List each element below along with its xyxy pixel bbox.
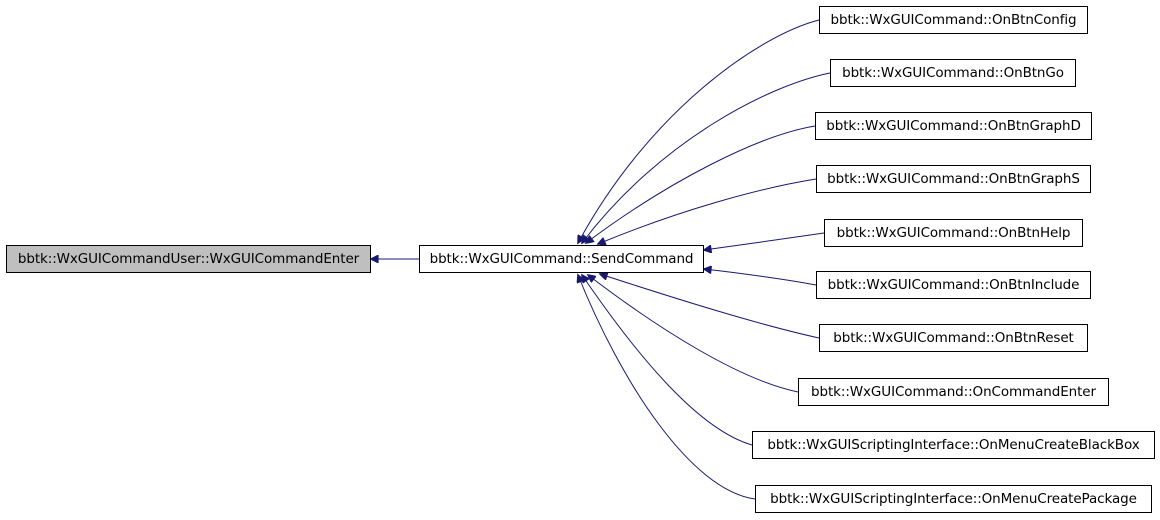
caller-node-on-btn-go[interactable]: bbtk::WxGUICommand::OnBtnGo bbox=[830, 59, 1076, 87]
edge-caller-8-to-send-command bbox=[582, 275, 753, 446]
caller-node-on-command-enter[interactable]: bbtk::WxGUICommand::OnCommandEnter bbox=[798, 378, 1109, 406]
root-function-label: bbtk::WxGUICommandUser::WxGUICommandEnte… bbox=[17, 251, 360, 267]
send-command-label: bbtk::WxGUICommand::SendCommand bbox=[429, 251, 694, 267]
caller-label: bbtk::WxGUICommand::OnCommandEnter bbox=[811, 384, 1096, 400]
edge-caller-5-to-send-command bbox=[704, 269, 817, 286]
edge-caller-9-to-send-command bbox=[578, 275, 756, 500]
caller-node-on-btn-graph-d[interactable]: bbtk::WxGUICommand::OnBtnGraphD bbox=[815, 112, 1092, 140]
caller-node-on-menu-create-package[interactable]: bbtk::WxGUIScriptingInterface::OnMenuCre… bbox=[755, 485, 1152, 513]
caller-label: bbtk::WxGUICommand::OnBtnGraphD bbox=[826, 118, 1081, 134]
caller-node-on-btn-help[interactable]: bbtk::WxGUICommand::OnBtnHelp bbox=[824, 219, 1083, 247]
caller-node-on-btn-include[interactable]: bbtk::WxGUICommand::OnBtnInclude bbox=[816, 271, 1091, 299]
caller-label: bbtk::WxGUICommand::OnBtnGo bbox=[842, 65, 1064, 81]
caller-node-on-btn-config[interactable]: bbtk::WxGUICommand::OnBtnConfig bbox=[819, 6, 1088, 34]
edge-caller-1-to-send-command bbox=[582, 72, 831, 243]
caller-label: bbtk::WxGUIScriptingInterface::OnMenuCre… bbox=[767, 437, 1140, 453]
edge-caller-0-to-send-command bbox=[578, 19, 820, 243]
caller-label: bbtk::WxGUICommand::OnBtnInclude bbox=[827, 277, 1080, 293]
caller-node-on-menu-create-black-box[interactable]: bbtk::WxGUIScriptingInterface::OnMenuCre… bbox=[752, 431, 1155, 459]
caller-label: bbtk::WxGUICommand::OnBtnReset bbox=[833, 330, 1074, 346]
edge-caller-2-to-send-command bbox=[586, 125, 816, 243]
caller-label: bbtk::WxGUICommand::OnBtnGraphS bbox=[827, 171, 1080, 187]
edge-caller-7-to-send-command bbox=[588, 275, 799, 393]
root-function-node: bbtk::WxGUICommandUser::WxGUICommandEnte… bbox=[6, 245, 371, 273]
send-command-node[interactable]: bbtk::WxGUICommand::SendCommand bbox=[419, 245, 704, 273]
caller-label: bbtk::WxGUICommand::OnBtnConfig bbox=[830, 12, 1077, 28]
edge-caller-4-to-send-command bbox=[704, 232, 825, 250]
caller-node-on-btn-graph-s[interactable]: bbtk::WxGUICommand::OnBtnGraphS bbox=[816, 165, 1091, 193]
edge-caller-6-to-send-command bbox=[600, 274, 820, 339]
edge-caller-3-to-send-command bbox=[598, 178, 817, 244]
caller-label: bbtk::WxGUICommand::OnBtnHelp bbox=[836, 225, 1071, 241]
caller-label: bbtk::WxGUIScriptingInterface::OnMenuCre… bbox=[770, 491, 1137, 507]
caller-node-on-btn-reset[interactable]: bbtk::WxGUICommand::OnBtnReset bbox=[819, 324, 1088, 352]
